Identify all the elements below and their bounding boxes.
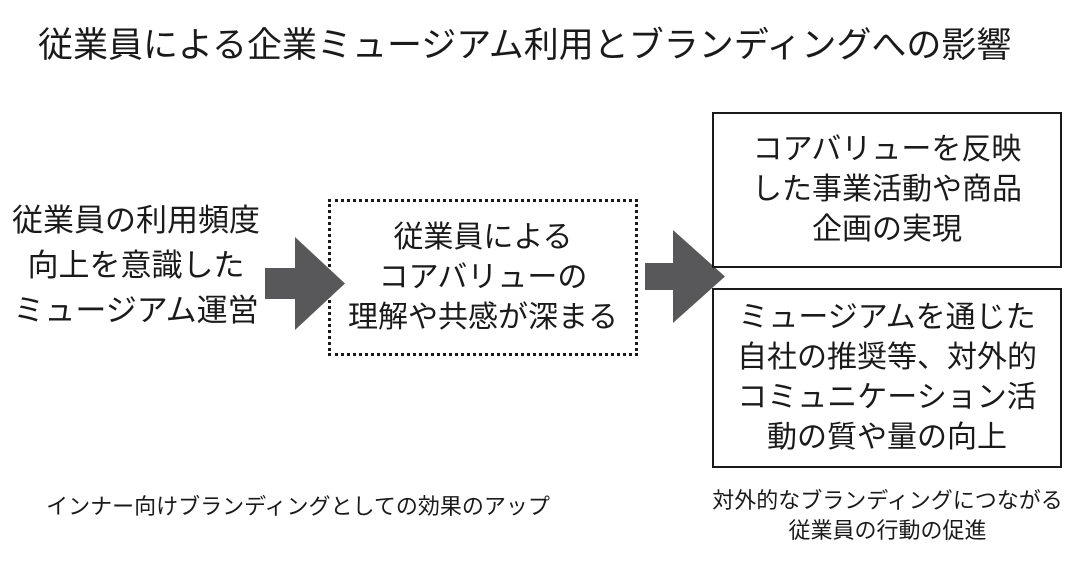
caption-text-line: 対外的なブランディングにつながる [712,488,1063,513]
node-text-line: した事業活動や商品 [752,173,1022,206]
right-arrow-shape [265,237,345,330]
communication-outcome-box: ミュージアムを通じた 自社の推奨等、対外的 コミュニケーション活 動の質や量の向… [712,288,1062,468]
right-arrow-icon [265,237,345,330]
caption-text-line: 従業員の行動の促進 [788,518,987,543]
node-text-line: 動の質や量の向上 [767,421,1007,454]
external-branding-caption: 対外的なブランディングにつながる 従業員の行動の促進 [700,486,1075,546]
node-text-line: 自社の推奨等、対外的 [737,341,1037,374]
node-text-line: 向上を意識した [27,247,245,283]
diagram-title: 従業員による企業ミュージアム利用とブランディングへの影響 [38,26,1012,65]
node-text-line: 従業員による [393,220,573,254]
node-text-line: ミュージアム運営 [13,292,259,328]
right-arrow-shape [645,230,725,323]
node-text-line: 従業員の利用頻度 [12,202,260,238]
museum-operation-node: 従業員の利用頻度 向上を意識した ミュージアム運営 [0,196,272,334]
business-activity-outcome-box: コアバリューを反映 した事業活動や商品 企画の実現 [712,112,1062,268]
inner-branding-caption: インナー向けブランディングとしての効果のアップ [46,494,550,519]
right-arrow-icon [645,230,725,323]
core-value-understanding-node: 従業員による コアバリューの 理解や共感が深まる [328,199,638,356]
node-text-line: 企画の実現 [812,213,962,246]
node-text-line: コアバリューの [378,260,588,294]
node-text-line: 理解や共感が深まる [348,300,618,334]
node-text-line: コアバリューを反映 [752,133,1022,166]
node-text-line: コミュニケーション活 [737,381,1037,414]
node-text-line: ミュージアムを通じた [738,301,1036,334]
